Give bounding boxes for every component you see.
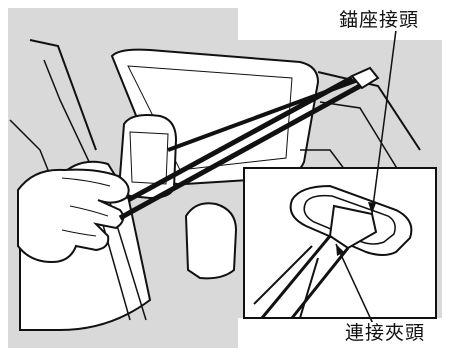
front-headrest bbox=[184, 202, 238, 280]
left-pillar-2 bbox=[43, 59, 93, 169]
leader-arrow-anchor bbox=[368, 202, 376, 214]
right-pillar bbox=[317, 71, 421, 151]
detail-strap-2 bbox=[290, 247, 350, 319]
detail-strap-3 bbox=[253, 245, 313, 305]
detail-inset-drawing bbox=[253, 184, 413, 319]
leader-arrow-clip bbox=[336, 244, 344, 256]
connector-clip-label: 連接夾頭 bbox=[345, 322, 426, 344]
right-pillar-2 bbox=[319, 101, 399, 171]
hand bbox=[17, 168, 130, 264]
hand-finger-line-1 bbox=[61, 177, 111, 187]
anchor-point bbox=[350, 66, 380, 90]
detail-clip bbox=[328, 204, 378, 250]
hand-finger-line-3 bbox=[61, 229, 97, 237]
tether-strap-upper bbox=[126, 75, 354, 203]
tether-strap-top bbox=[167, 78, 359, 152]
hand-finger-line-2 bbox=[69, 205, 109, 217]
headrest-inner bbox=[129, 131, 169, 185]
rear-shelf bbox=[300, 149, 349, 175]
anchor-joint-label: 錨座接頭 bbox=[339, 9, 420, 31]
leader-line-anchor bbox=[371, 29, 397, 215]
left-pillar bbox=[29, 39, 97, 151]
detail-strap-1 bbox=[260, 235, 332, 319]
leader-line-clip bbox=[335, 243, 375, 327]
detail-strap-4 bbox=[299, 257, 319, 319]
tether-strap-lower bbox=[118, 83, 362, 221]
